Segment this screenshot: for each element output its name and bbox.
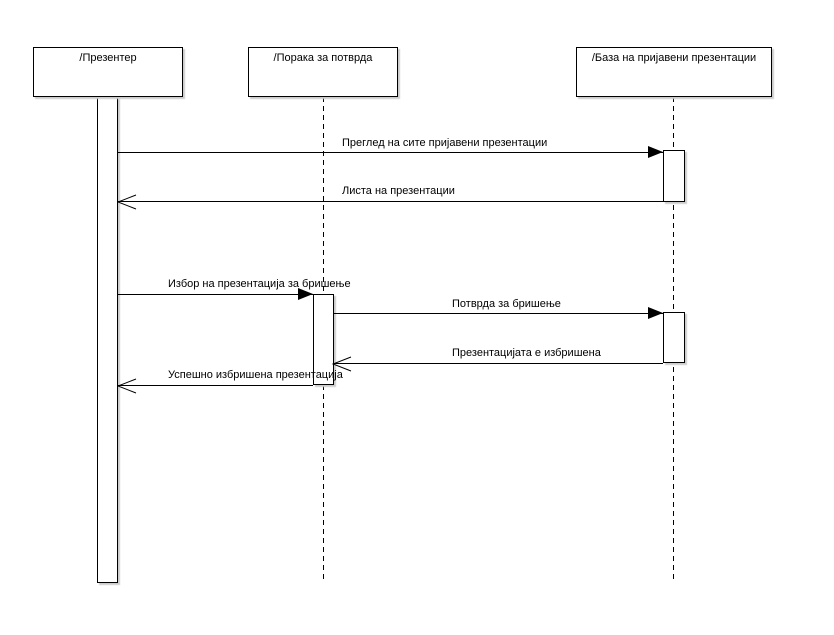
arrowhead-open-icon: [332, 356, 352, 372]
message-label: Избор на презентација за бришење: [168, 278, 351, 290]
actor-box: /Порака за потврда: [248, 47, 398, 97]
actor-box: /Презентер: [33, 47, 183, 97]
message-label: Успешно избришена презентација: [168, 369, 343, 381]
message-line: [118, 201, 663, 202]
message-line: [333, 363, 663, 364]
activation-baza-2: [663, 312, 685, 363]
arrowhead-open-icon: [117, 378, 137, 394]
message-line: [118, 294, 313, 295]
arrowhead-open-icon: [117, 194, 137, 210]
message-label: Преглед на сите пријавени презентации: [342, 137, 548, 149]
arrowhead-filled-icon: [648, 146, 663, 158]
actor-box: /База на пријавени презентации: [576, 47, 772, 97]
message-label: Презентацијата е избришена: [452, 347, 601, 359]
activation-prezenter: [97, 97, 118, 583]
arrowhead-filled-icon: [648, 307, 663, 319]
message-label: Листа на презентации: [342, 185, 455, 197]
message-line: [118, 385, 313, 386]
arrowhead-filled-icon: [298, 288, 313, 300]
message-line: [118, 152, 663, 153]
message-line: [333, 313, 663, 314]
activation-poraka-za-potvrda: [313, 294, 334, 385]
activation-baza-1: [663, 150, 685, 202]
message-label: Потврда за бришење: [452, 298, 561, 310]
